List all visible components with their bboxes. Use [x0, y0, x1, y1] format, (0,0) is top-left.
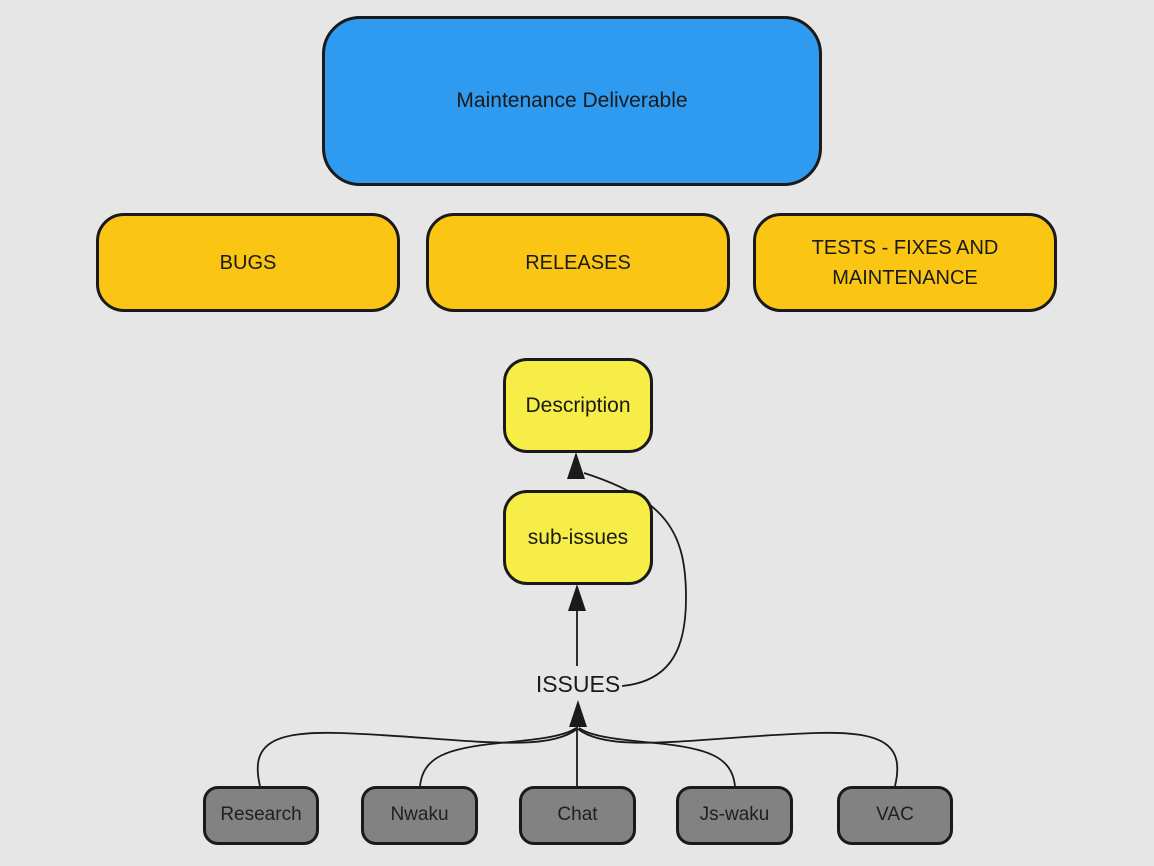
node-vac-label: VAC [876, 804, 914, 826]
node-tests-fixes-maintenance[interactable]: TESTS - FIXES AND MAINTENANCE [753, 213, 1057, 312]
node-maintenance-deliverable-label: Maintenance Deliverable [456, 89, 688, 113]
node-bugs-label: BUGS [219, 251, 277, 274]
node-research-label: Research [220, 804, 302, 826]
edge-research-issues [256, 728, 578, 787]
node-vac[interactable]: VAC [837, 786, 953, 845]
node-sub-issues[interactable]: sub-issues [503, 490, 653, 585]
edge-vac-issues [577, 728, 899, 787]
arrowhead-subissues [568, 584, 586, 611]
arrowhead-issues [569, 700, 587, 727]
node-sub-issues-label: sub-issues [527, 525, 629, 549]
node-description-label: Description [525, 393, 631, 417]
node-releases-label: RELEASES [525, 251, 631, 274]
node-description[interactable]: Description [503, 358, 653, 453]
node-bugs[interactable]: BUGS [96, 213, 400, 312]
arrowhead-description [567, 452, 585, 479]
node-nwaku-label: Nwaku [390, 804, 449, 826]
node-js-waku-label: Js-waku [699, 804, 770, 826]
node-js-waku[interactable]: Js-waku [676, 786, 793, 845]
edge-nwaku-issues [419, 727, 577, 787]
node-releases[interactable]: RELEASES [426, 213, 730, 312]
node-research[interactable]: Research [203, 786, 319, 845]
edge-jswaku-issues [578, 727, 736, 787]
node-chat-label: Chat [557, 804, 598, 826]
node-issues[interactable]: ISSUES [535, 671, 621, 697]
node-tests-fixes-maintenance-label: TESTS - FIXES AND MAINTENANCE [811, 236, 999, 289]
node-nwaku[interactable]: Nwaku [361, 786, 478, 845]
node-chat[interactable]: Chat [519, 786, 636, 845]
node-maintenance-deliverable[interactable]: Maintenance Deliverable [322, 16, 822, 186]
